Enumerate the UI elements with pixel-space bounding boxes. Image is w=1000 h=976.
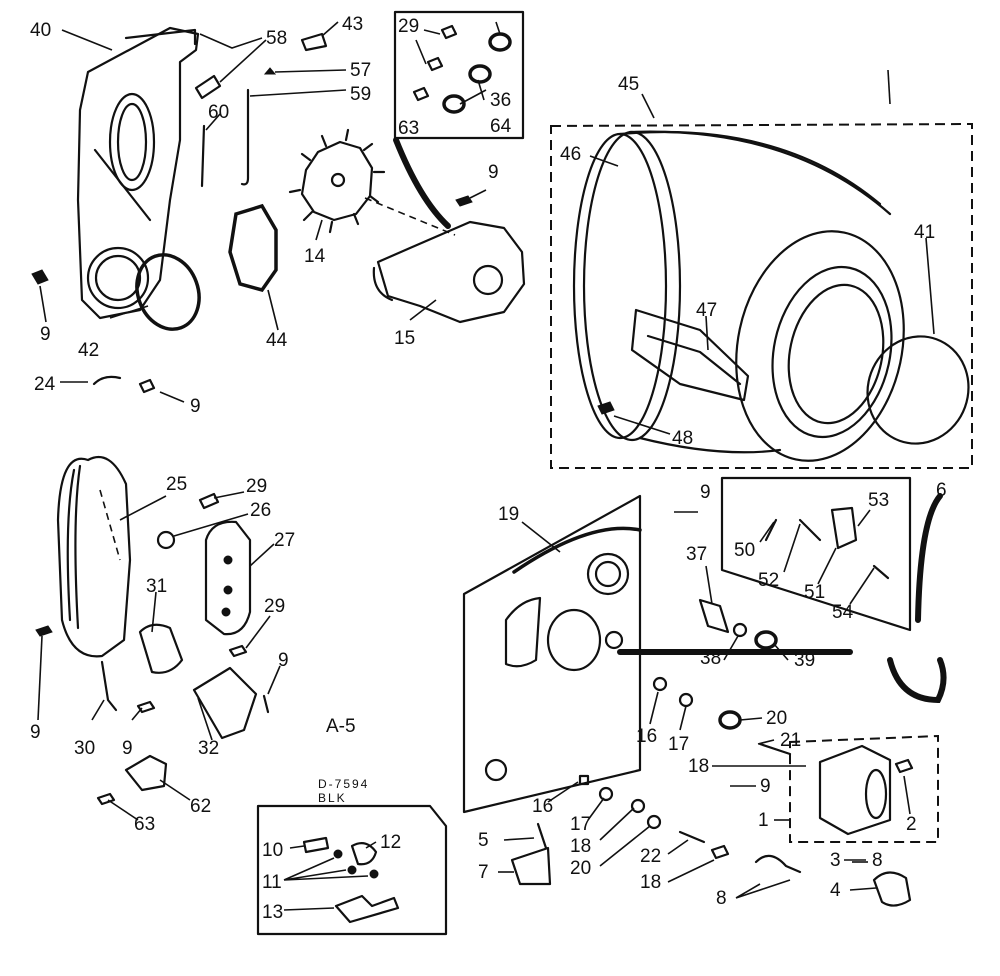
label-40: 40 <box>30 20 51 41</box>
label-21: 21 <box>780 730 801 751</box>
label-9-rear-bottom: 9 <box>122 738 133 759</box>
label-22: 22 <box>640 846 661 867</box>
label-53: 53 <box>868 490 889 511</box>
label-30: 30 <box>74 738 95 759</box>
label-52: 52 <box>758 570 779 591</box>
sheet-code: A-5 <box>326 716 356 737</box>
label-42: 42 <box>78 340 99 361</box>
label-9-front: 9 <box>40 324 51 345</box>
label-3: 3 <box>830 850 841 871</box>
label-9-clip: 9 <box>190 396 201 417</box>
label-15: 15 <box>394 328 415 349</box>
label-45: 45 <box>618 74 639 95</box>
label-14: 14 <box>304 246 326 267</box>
label-1: 1 <box>758 810 769 831</box>
idler-parts-box-50-54 <box>720 476 912 632</box>
label-38: 38 <box>700 648 721 669</box>
note-code-line2: BLK <box>318 791 347 805</box>
label-18-upper: 18 <box>688 756 709 777</box>
label-9-mid: 9 <box>278 650 289 671</box>
label-37: 37 <box>686 544 707 565</box>
motor-hardware-parts-16-22 <box>510 676 802 886</box>
label-25: 25 <box>166 474 187 495</box>
screws-and-clip-top-left <box>31 195 473 394</box>
label-60: 60 <box>208 102 229 123</box>
label-24: 24 <box>34 374 56 395</box>
label-11: 11 <box>262 872 282 893</box>
label-47: 47 <box>696 300 717 321</box>
parts-note-box <box>256 804 448 936</box>
label-20-upper: 20 <box>766 708 787 729</box>
label-62: 62 <box>190 796 211 817</box>
leader-lines <box>37 21 935 911</box>
back-panel-part-19 <box>462 494 642 814</box>
label-27: 27 <box>274 530 295 551</box>
label-9-blower: 9 <box>488 162 499 183</box>
label-17-lower: 17 <box>570 814 591 835</box>
label-13: 13 <box>262 902 283 923</box>
label-44: 44 <box>266 330 288 351</box>
label-9-rear-left: 9 <box>30 722 41 743</box>
label-43: 43 <box>342 14 363 35</box>
label-54: 54 <box>832 602 854 623</box>
label-16-lower: 16 <box>532 796 553 817</box>
label-58: 58 <box>266 28 287 49</box>
motor-assembly-part-1 <box>789 734 939 907</box>
label-17-upper: 17 <box>668 734 689 755</box>
drive-belt-part-6 <box>617 493 947 704</box>
label-9-motor: 9 <box>760 776 771 797</box>
label-50: 50 <box>734 540 755 561</box>
label-26: 26 <box>250 500 271 521</box>
label-18-lower: 18 <box>570 836 591 857</box>
label-63-bottom: 63 <box>134 814 155 835</box>
label-29-mid: 29 <box>264 596 285 617</box>
blower-wheel-part-14 <box>288 128 386 234</box>
front-bulkhead-part-40 <box>76 26 200 320</box>
label-29-top: 29 <box>398 16 419 37</box>
label-4: 4 <box>830 880 841 901</box>
rear-small-parts-group <box>96 492 270 806</box>
label-32: 32 <box>198 738 219 759</box>
rear-bulkhead-part-25 <box>35 455 132 658</box>
label-5: 5 <box>478 830 489 851</box>
label-8-bottom: 8 <box>716 888 727 909</box>
label-46: 46 <box>560 144 581 165</box>
label-59: 59 <box>350 84 371 105</box>
label-6: 6 <box>936 480 947 501</box>
label-7: 7 <box>478 862 489 883</box>
label-41: 41 <box>914 222 935 243</box>
label-39: 39 <box>794 650 815 671</box>
label-9-panel-top: 9 <box>700 482 711 503</box>
label-2: 2 <box>906 814 917 835</box>
drum-assembly-part-45 <box>550 122 973 469</box>
label-48: 48 <box>672 428 693 449</box>
seal-ring-part-42 <box>135 253 201 331</box>
label-36: 36 <box>490 90 511 111</box>
label-29-rear: 29 <box>246 476 267 497</box>
note-code-line1: D-7594 <box>318 777 369 791</box>
label-57: 57 <box>350 60 371 81</box>
label-20-lower: 20 <box>570 858 591 879</box>
label-64: 64 <box>490 116 512 137</box>
duct-hose-drawing <box>393 137 451 229</box>
label-51: 51 <box>804 582 825 603</box>
idler-pulley-parts-37-39 <box>698 598 778 650</box>
felt-seal-part-44 <box>228 203 278 293</box>
label-8-motor: 8 <box>872 850 883 871</box>
label-16-upper: 16 <box>636 726 657 747</box>
label-19: 19 <box>498 504 519 525</box>
label-63-top: 63 <box>398 118 419 139</box>
small-hardware-parts-57-60 <box>194 32 328 188</box>
label-12: 12 <box>380 832 401 853</box>
part-number-labels: 40 58 43 29 36 64 63 57 59 60 14 9 15 44… <box>30 14 947 923</box>
label-31: 31 <box>146 576 167 597</box>
label-18-bottom: 18 <box>640 872 661 893</box>
label-10: 10 <box>262 840 283 861</box>
blower-housing-part-15 <box>364 197 526 324</box>
